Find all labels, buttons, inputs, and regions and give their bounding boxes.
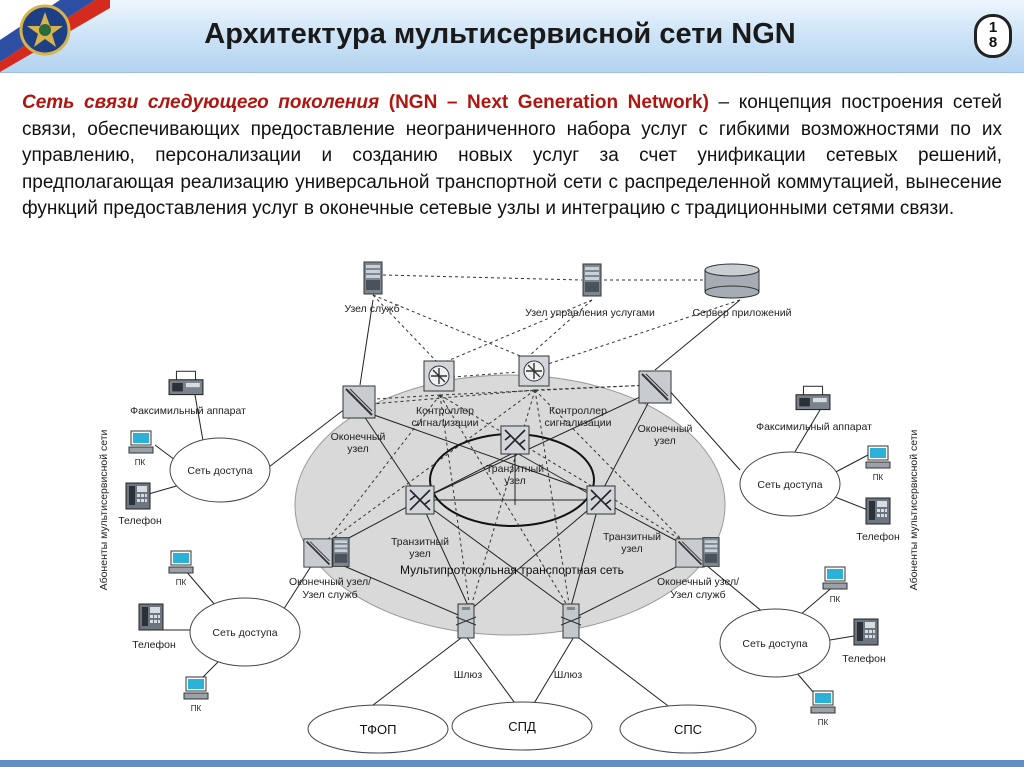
terminal-node-right-label-2: узел: [654, 435, 676, 447]
intro-text: – концепция построения сетей связи, обес…: [22, 92, 1003, 219]
terminal-service-left-label-2: Узел служб: [302, 589, 357, 601]
transit-node-center-icon: [500, 425, 530, 455]
signal-controller-left-label-2: сигнализации: [412, 417, 479, 429]
pstn-network: ТФОП: [307, 704, 449, 754]
transit-node-left-icon: [405, 485, 435, 515]
service-control-node-label: Узел управления услугами: [525, 307, 655, 319]
transit-node-right-icon: [586, 485, 616, 515]
terminal-service-right-label-2: Узел служб: [670, 589, 725, 601]
subscribers-right-label: Абоненты мультисервисной сети: [908, 429, 920, 590]
pc-right-bottom-label: ПК: [818, 718, 829, 727]
page-number-badge: 1 8: [974, 14, 1012, 58]
fax-left-label: Факсимильный аппарат: [130, 405, 246, 417]
fax-right-label: Факсимильный аппарат: [756, 421, 872, 433]
pc-left-bottom-label: ПК: [191, 704, 202, 713]
intro-paragraph: Сеть связи следующего поколения (NGN – N…: [22, 90, 1002, 223]
phone-left-bottom-icon: [138, 603, 164, 631]
phone-right-bottom-icon: [853, 618, 879, 646]
signal-controller-left-icon: [423, 360, 455, 392]
terminal-node-right-label-1: Оконечный: [638, 423, 693, 435]
phone-right-top-label: Телефон: [856, 531, 900, 543]
fax-left-icon: [168, 370, 204, 396]
spd-network: СПД: [451, 701, 593, 751]
core-network-label: Мультипротокольная транспортная сеть: [400, 563, 624, 577]
pc-right-mid-label: ПК: [830, 595, 841, 604]
app-server-label: Сервер приложений: [692, 307, 791, 319]
pc-right-bottom-icon: [810, 690, 836, 714]
spd-label: СПД: [508, 719, 536, 734]
phone-left-bottom-label: Телефон: [132, 639, 176, 651]
page-title: Архитектура мультисервисной сети NGN: [204, 18, 796, 50]
page-number-bottom: 8: [988, 34, 998, 51]
terminal-service-left-switch-icon: [303, 538, 333, 568]
signal-controller-left-label-1: Контроллер: [416, 405, 474, 417]
signal-controller-right-label-2: сигнализации: [545, 417, 612, 429]
pc-right-mid-icon: [822, 566, 848, 590]
service-node-label: Узел служб: [344, 303, 399, 315]
transit-node-right-label-2: узел: [621, 543, 643, 555]
pc-left-mid-icon: [168, 550, 194, 574]
bottom-bar: [0, 760, 1024, 767]
transit-node-center-label-2: узел: [504, 475, 526, 487]
pstn-label: ТФОП: [360, 722, 397, 737]
header-bar: Архитектура мультисервисной сети NGN 1 8: [0, 0, 1024, 73]
terminal-service-left-server-icon: [332, 537, 350, 567]
access-network-right-top: Сеть доступа: [739, 451, 841, 517]
page-number-top: 1: [988, 19, 998, 36]
pc-right-top-label: ПК: [873, 473, 884, 482]
access-network-label: Сеть доступа: [187, 465, 252, 477]
phone-right-bottom-label: Телефон: [842, 653, 886, 665]
intro-term: Сеть связи следующего поколения: [22, 92, 380, 113]
pc-left-top-icon: [128, 430, 154, 454]
terminal-service-left-label-1: Оконечный узел/: [289, 576, 371, 588]
sps-label: СПС: [674, 722, 702, 737]
signal-controller-right-icon: [518, 355, 550, 387]
pc-left-mid-label: ПК: [176, 578, 187, 587]
gateway-left-icon: [455, 603, 477, 639]
service-control-server-icon: [582, 263, 602, 297]
phone-left-top-label: Телефон: [118, 515, 162, 527]
terminal-service-right-server-icon: [702, 537, 720, 567]
sps-network: СПС: [619, 704, 757, 754]
terminal-node-left-label-2: узел: [347, 443, 369, 455]
access-network-label: Сеть доступа: [742, 638, 807, 650]
terminal-service-right-label-1: Оконечный узел/: [657, 576, 739, 588]
gateway-right-icon: [560, 603, 582, 639]
transit-node-center-label-1: Транзитный: [486, 463, 544, 475]
signal-controller-right-label-1: Контроллер: [549, 405, 607, 417]
app-server-icon: [704, 263, 760, 299]
flag-emblem-icon: [0, 0, 110, 72]
gateway-right-label: Шлюз: [554, 669, 583, 681]
access-network-label: Сеть доступа: [212, 627, 277, 639]
terminal-node-left-label-1: Оконечный: [331, 431, 386, 443]
pc-left-top-label: ПК: [135, 458, 146, 467]
phone-left-top-icon: [125, 482, 151, 510]
service-node-server-icon: [363, 261, 383, 295]
access-network-left-top: Сеть доступа: [169, 437, 271, 503]
phone-right-top-icon: [865, 497, 891, 525]
gateway-left-label: Шлюз: [454, 669, 483, 681]
intro-abbrev: (NGN – Next Generation Network): [388, 92, 709, 113]
access-network-label: Сеть доступа: [757, 479, 822, 491]
terminal-service-right-switch-icon: [675, 538, 705, 568]
ngn-architecture-diagram: Сеть доступа Сеть доступа Сеть доступа С…: [98, 261, 920, 754]
terminal-node-left-icon: [342, 385, 376, 419]
transit-node-left-label-1: Транзитный: [391, 536, 449, 548]
access-network-right-bottom: Сеть доступа: [719, 608, 831, 678]
subscribers-left-label: Абоненты мультисервисной сети: [98, 429, 110, 590]
access-network-left-bottom: Сеть доступа: [189, 597, 301, 667]
transit-node-right-label-1: Транзитный: [603, 531, 661, 543]
pc-left-bottom-icon: [183, 676, 209, 700]
core-network-cloud: [294, 374, 726, 636]
pc-right-top-icon: [865, 445, 891, 469]
fax-right-icon: [795, 385, 831, 411]
transit-node-left-label-2: узел: [409, 548, 431, 560]
terminal-node-right-icon: [638, 370, 672, 404]
